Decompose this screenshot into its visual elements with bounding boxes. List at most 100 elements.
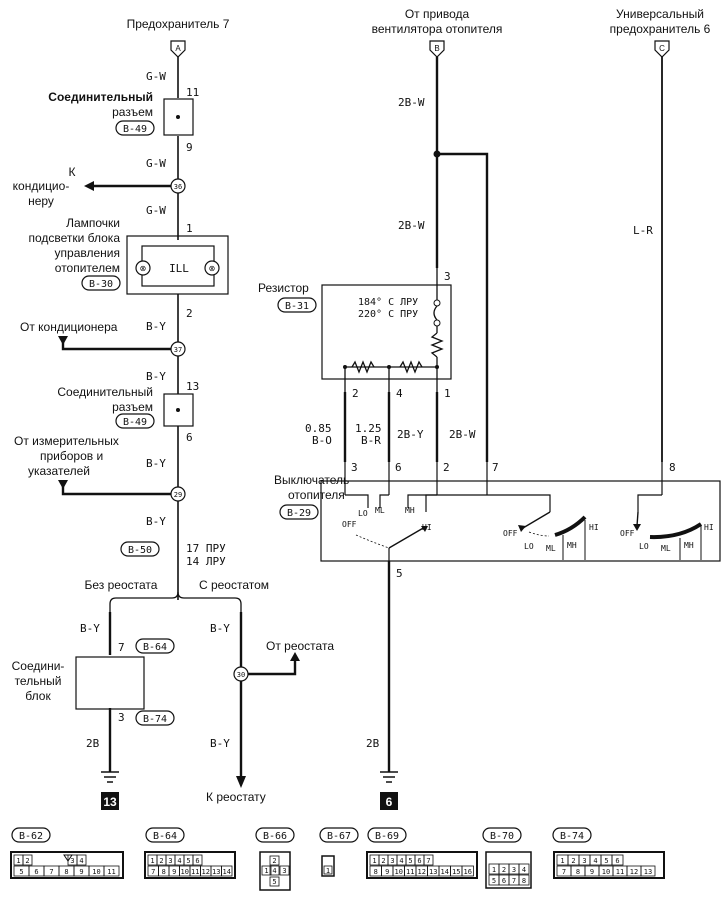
b69-pin: 4 [399, 857, 403, 865]
b74-pin: 13 [644, 868, 652, 876]
junction-29-label: 29 [174, 491, 182, 499]
b69-badge [367, 827, 407, 843]
b62-face [10, 851, 124, 879]
b50-pin-2: 14 ЛРУ [186, 555, 226, 568]
junction-30-label: 30 [237, 671, 245, 679]
lamp-code-badge [81, 275, 121, 291]
conn2-label-2: разъем [112, 400, 153, 414]
to-ac-label-2: кондицио- [13, 179, 70, 193]
b74-face [553, 851, 665, 879]
switch-label-1: Выключатель [274, 473, 349, 487]
junction-37 [170, 341, 186, 357]
b64-cell [192, 854, 203, 866]
connector-pin-dot [176, 115, 180, 119]
wire-label-by-7: B-Y [210, 737, 230, 750]
b64-pin: 5 [186, 857, 190, 865]
pin-2: 2 [186, 307, 193, 320]
b67-cell [323, 865, 333, 875]
b70-pin: 1 [492, 866, 496, 874]
b62-key-icon [63, 854, 73, 862]
from-ac-branch [58, 336, 171, 351]
b62-pin: 10 [92, 868, 100, 876]
wire-label-gw-3: G-W [146, 204, 166, 217]
conn2-code-badge [115, 413, 155, 429]
heater-switch-box [320, 480, 721, 562]
b64-pin: 13 [212, 868, 220, 876]
lamp-label-4: отопителем [55, 261, 120, 275]
ground-13-badge [101, 792, 119, 810]
switch-code: B-29 [287, 508, 311, 519]
b64-label: B-64 [153, 831, 177, 842]
b74-pin: 9 [590, 868, 594, 876]
resistor-code: B-31 [285, 301, 309, 312]
ill-label: ILL [169, 262, 189, 275]
b62-badge [11, 827, 51, 843]
switch-pos-ml: ML [375, 506, 385, 515]
wire-label-lr: L-R [633, 224, 653, 237]
b74-code-badge [135, 710, 175, 726]
b66-pin: 2 [272, 857, 276, 865]
b66-pin: 5 [272, 878, 276, 886]
wire-gauge-125: 1.25 [355, 422, 382, 435]
resistor-box [321, 284, 452, 380]
b62-pin: 9 [79, 868, 83, 876]
connector-box-b49-1 [163, 98, 194, 136]
b74-pin: 10 [602, 868, 610, 876]
b67-pin: 1 [326, 867, 330, 875]
junction-37-label: 37 [174, 346, 182, 354]
ground-icon-right [380, 771, 398, 783]
meters-label-2: приборов и [40, 449, 103, 463]
b69-pin: 2 [381, 857, 385, 865]
b70-face [485, 851, 532, 889]
b64-face [144, 851, 236, 879]
wire-gauge-085: 0.85 [305, 422, 332, 435]
meters-branch [58, 480, 171, 496]
contact2-ml: ML [661, 544, 671, 553]
b74-pin: 6 [615, 857, 619, 865]
b69-pin: 5 [408, 857, 412, 865]
b69-pin: 16 [464, 868, 472, 876]
b62-pin: 5 [19, 868, 23, 876]
resistor-pin-2: 2 [352, 387, 359, 400]
svg-text:C: C [659, 44, 665, 53]
wire-label-by-1: B-Y [146, 320, 166, 333]
to-ac-branch [84, 181, 171, 191]
contact1-ml: ML [546, 544, 556, 553]
contact1-hi: HI [589, 523, 599, 532]
b74-pin: 2 [571, 857, 575, 865]
thermal-fuse-temp-2: 220° C ПРУ [358, 309, 418, 320]
conn1-code: B-49 [123, 124, 147, 135]
fuse7-label: Предохранитель 7 [127, 17, 230, 31]
junction-36-label: 36 [174, 183, 182, 191]
lamp-bulb-right-icon [204, 260, 220, 276]
switch-label-2: отопителя [288, 488, 345, 502]
wire-label-2bw-2: 2B-W [398, 219, 425, 232]
b64-pin: 4 [177, 857, 181, 865]
b70-cell [518, 874, 530, 886]
contact1-off: OFF [503, 529, 518, 538]
svg-text:⊗: ⊗ [140, 264, 147, 273]
b64-pin: 3 [168, 857, 172, 865]
b74-pin: 5 [604, 857, 608, 865]
contact2-hi: HI [704, 523, 714, 532]
b64-pin: 14 [223, 868, 231, 876]
b69-pin: 13 [429, 868, 437, 876]
switch-contact-group-1 [518, 511, 587, 560]
contact2-lo: LO [639, 542, 649, 551]
wire-label-by-2: B-Y [146, 370, 166, 383]
wire-label-2bw-1: 2B-W [398, 96, 425, 109]
b70-pin: 4 [522, 866, 526, 874]
conn2-label-1: Соединительный [57, 385, 153, 399]
b62-pin: 4 [79, 857, 83, 865]
b69-label: B-69 [375, 831, 399, 842]
pin-6: 6 [186, 431, 193, 444]
b50-pin-1: 17 ПРУ [186, 542, 226, 555]
b66-cell [269, 865, 280, 876]
to-ac-label-3: неру [28, 194, 54, 208]
conn1-label-2: разъем [112, 105, 153, 119]
switch-contact-group-2 [633, 511, 703, 560]
b70-pin: 8 [522, 877, 526, 885]
wire-label-2b-left: 2B [86, 737, 100, 750]
b74-pin: 4 [593, 857, 597, 865]
b74-code: B-74 [143, 714, 167, 725]
